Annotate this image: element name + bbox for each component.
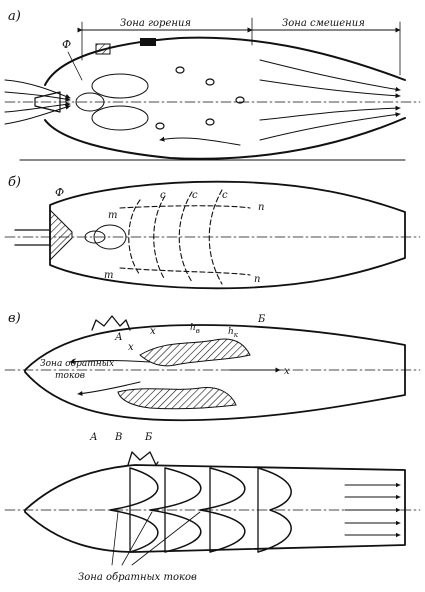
panel-v-x-top: x [128, 342, 134, 353]
panel-v: в) А Б x x x hв hк Зона обратных токов А… [4, 311, 421, 443]
panel-v-lower-jet [117, 386, 237, 410]
profile-2 [149, 467, 202, 553]
liner-top-wall [44, 36, 406, 86]
panel-b-swirler [49, 208, 73, 262]
panel-v-reverse-zone-2: токов [55, 371, 85, 381]
combustion-zone-label: Зона горения [120, 18, 191, 29]
panel-b-n-top: n [258, 202, 264, 213]
top-bracket [95, 43, 111, 55]
panel-b-swirler-label: Ф [55, 186, 64, 199]
panel-v-A-bottom: А [89, 432, 98, 443]
panel-v-B-top: Б [257, 314, 266, 325]
panel-v-reverse-zone-1: Зона обратных [40, 358, 114, 369]
panel-b-n-bottom: n [254, 274, 260, 285]
panel-v-B-bottom: Б [144, 432, 153, 443]
top-port [140, 38, 156, 46]
liner-bottom-wall [44, 117, 406, 160]
panel-a-label: а) [8, 9, 21, 24]
panel-g-reverse-zone: Зона обратных токов [78, 572, 197, 583]
panel-v-label: в) [8, 311, 21, 326]
panel-v-top-notches [91, 315, 131, 331]
exit-arrows [344, 482, 401, 538]
panel-b-c3: c [222, 190, 228, 201]
panel-v-x-mid: x [150, 326, 156, 337]
panel-v-liner [24, 324, 406, 422]
panel-v-upper-jet [139, 338, 251, 367]
panel-v-hk: hк [228, 327, 239, 339]
panel-b-c1: c [160, 190, 166, 201]
panel-b-nozzle [14, 229, 51, 246]
panel-v-V-bottom: В [114, 432, 122, 443]
panel-b-liner [49, 180, 406, 290]
panel-b-c2: c [192, 190, 198, 201]
profile-4 [257, 467, 292, 553]
mixing-zone-label: Зона смешения [282, 18, 365, 29]
panel-g: Зона обратных токов [4, 451, 421, 583]
panel-a-swirler-label: Ф [62, 38, 71, 51]
panel-b-m-bottom: m [104, 270, 113, 281]
panel-v-A-top: А [114, 332, 123, 343]
panel-a: а) Зона горения Зона смешения [4, 9, 421, 161]
panel-v-hb: hв [190, 323, 200, 335]
panel-b-m-top: m [108, 210, 117, 221]
panel-b-label: б) [8, 175, 21, 190]
panel-v-x-axis: x [284, 366, 290, 377]
panel-g-liner [24, 464, 406, 553]
panel-b: б) Ф m m c c c n n [4, 175, 421, 290]
fuel-nozzle [34, 91, 61, 113]
profile-1 [109, 467, 159, 553]
panel-g-top-notches [127, 451, 159, 466]
profile-3 [199, 467, 246, 553]
